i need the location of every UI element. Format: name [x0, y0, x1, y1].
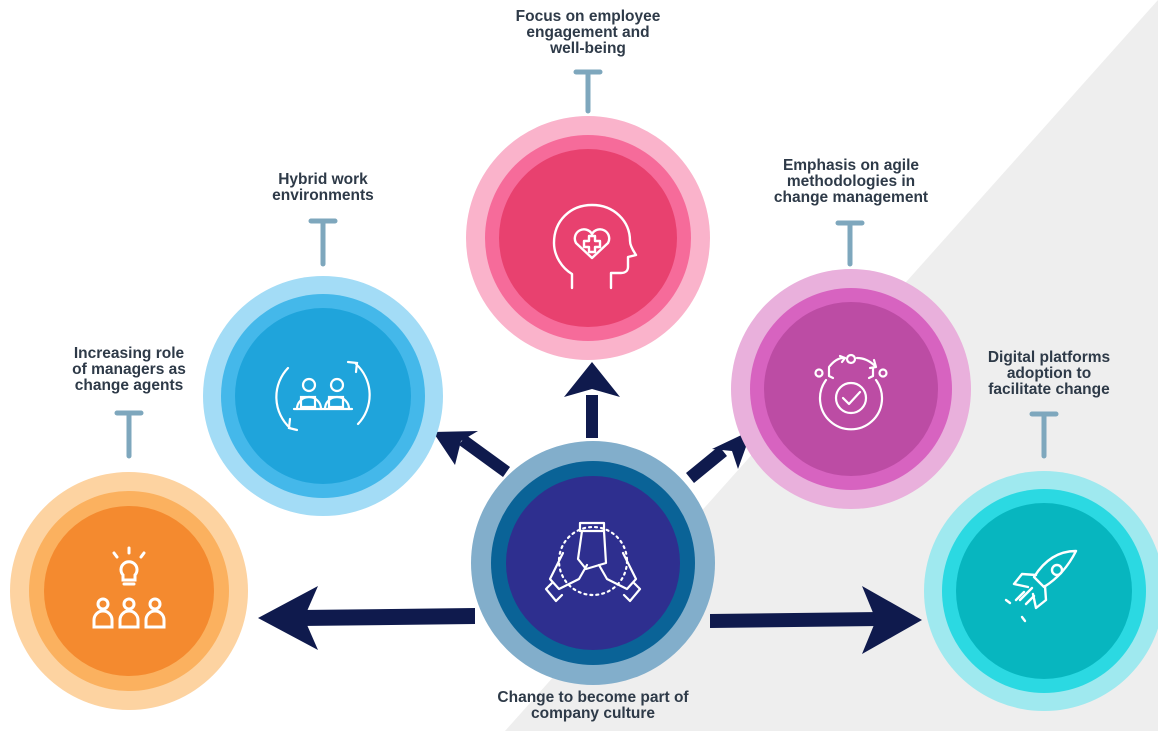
- digital-stem: [1029, 411, 1059, 459]
- agile-gear-icon: [814, 353, 888, 431]
- managers-stem: [114, 410, 144, 459]
- agile-stem: [835, 220, 865, 267]
- rocket-icon: [1004, 549, 1078, 623]
- arrow-to-wellbeing: [564, 362, 620, 438]
- node-managers: [10, 472, 248, 710]
- arrow-to-hybrid: [433, 431, 510, 477]
- node-center: [471, 441, 715, 685]
- node-wellbeing: [466, 116, 710, 360]
- mental-health-icon: [552, 203, 638, 290]
- idea-team-icon: [92, 546, 166, 629]
- managers-label: Increasing role of managers as change ag…: [72, 345, 186, 394]
- node-hybrid: [203, 276, 443, 516]
- node-agile: [731, 269, 971, 509]
- node-digital: [924, 471, 1158, 711]
- agile-label: Emphasis on agile methodologies in chang…: [773, 157, 929, 206]
- arrow-to-agile: [686, 430, 752, 483]
- center-label: Change to become part of company culture: [497, 689, 689, 722]
- arrow-to-digital: [710, 586, 922, 654]
- wellbeing-label: Focus on employee engagement and well-be…: [515, 8, 661, 57]
- digital-label: Digital platforms adoption to facilitate…: [987, 349, 1111, 398]
- hybrid-stem: [308, 218, 338, 267]
- arrow-to-managers: [258, 586, 475, 650]
- hybrid-label: Hybrid work environments: [272, 171, 374, 204]
- teamwork-hands-icon: [544, 521, 642, 603]
- wellbeing-stem: [573, 69, 603, 114]
- hybrid-meeting-icon: [275, 360, 371, 432]
